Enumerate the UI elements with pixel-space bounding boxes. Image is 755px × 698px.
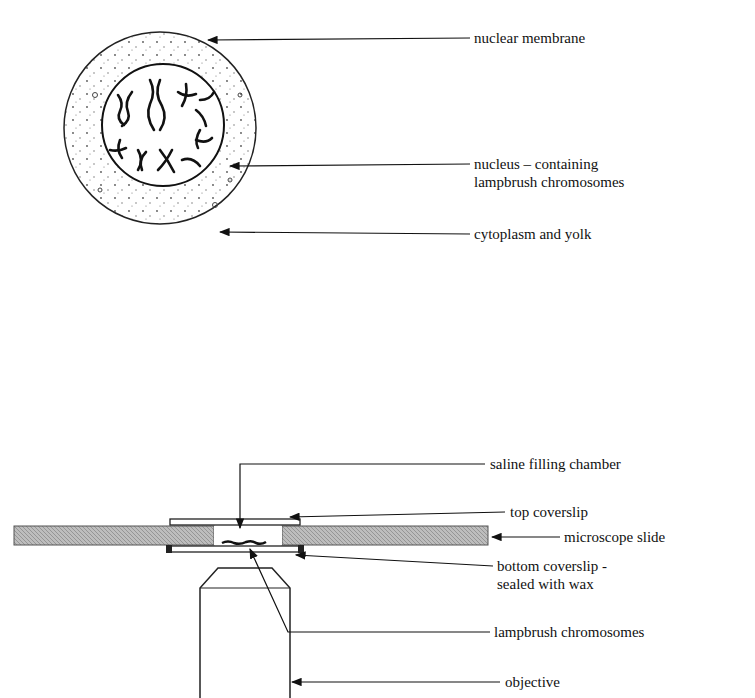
oocyte bbox=[64, 32, 256, 224]
label-text: saline filling chamber bbox=[488, 455, 623, 473]
chromosomes bbox=[110, 80, 214, 172]
label-text: bottom coverslip - sealed with wax bbox=[495, 557, 621, 593]
label-text: nucleus – containing lampbrush chromosom… bbox=[472, 155, 648, 191]
label-text: microscope slide bbox=[562, 528, 667, 546]
label-text: lampbrush chromosomes bbox=[492, 623, 646, 641]
slide-assembly bbox=[14, 519, 488, 698]
label-text: top coverslip bbox=[508, 503, 590, 521]
label-text: cytoplasm and yolk bbox=[472, 225, 593, 243]
leader-lines bbox=[208, 38, 470, 234]
label-text: objective bbox=[503, 673, 562, 691]
label-text: nuclear membrane bbox=[472, 29, 587, 47]
